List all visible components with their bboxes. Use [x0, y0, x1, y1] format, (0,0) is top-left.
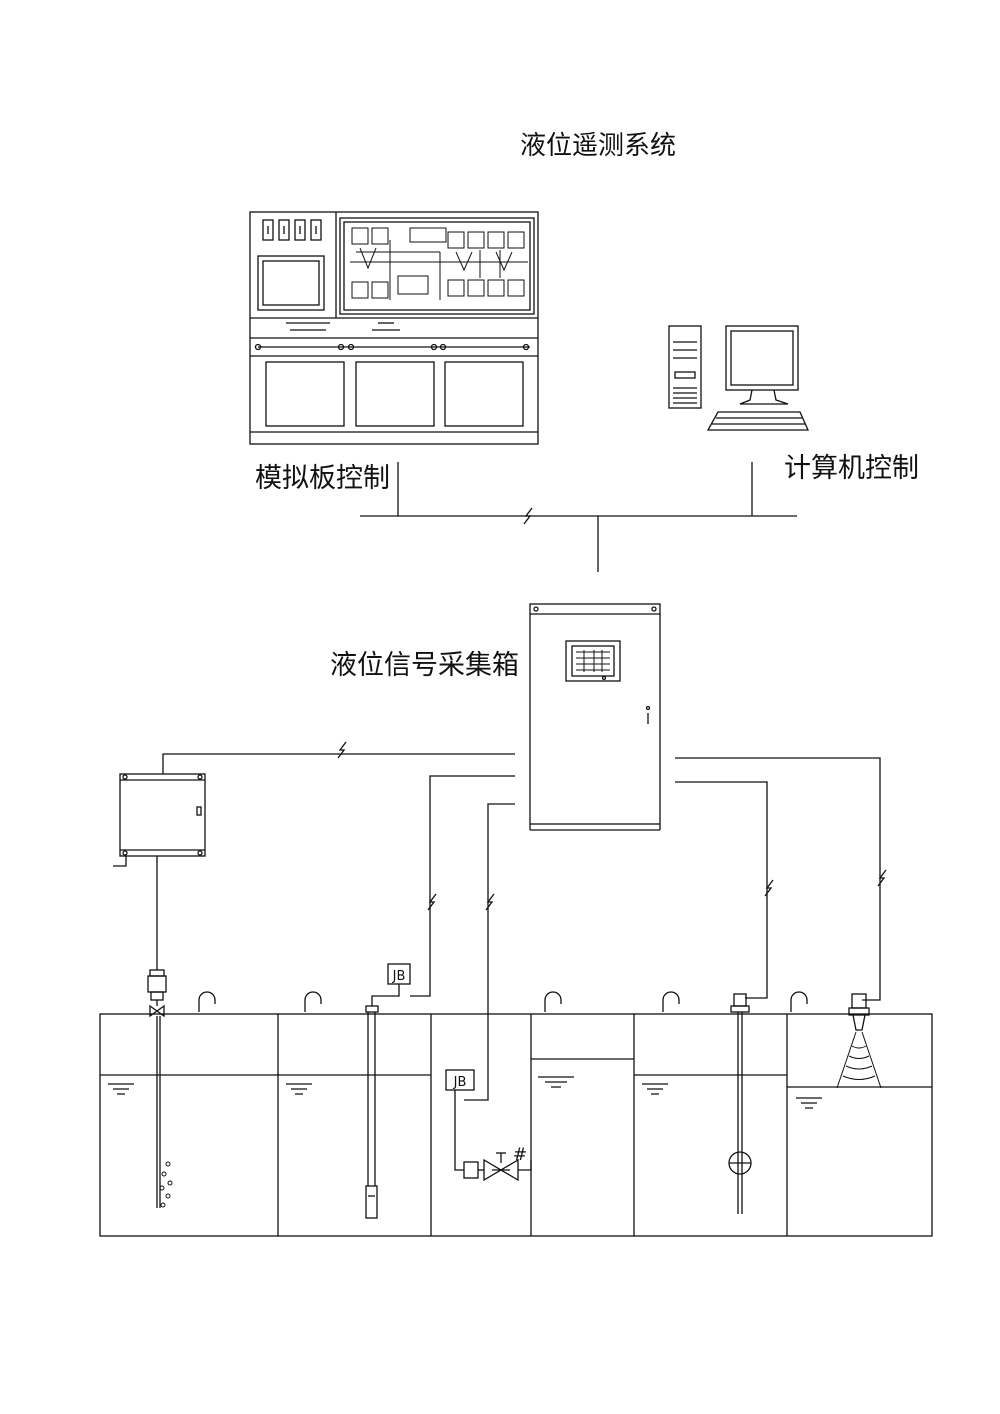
flowmeter-mark: # — [513, 1145, 527, 1165]
computer-control-label: 计算机控制 — [784, 453, 919, 484]
bubbler-level-sensor — [147, 856, 173, 1208]
junction-box-2-label: JB — [453, 1075, 467, 1090]
pipe-flow-sensor — [445, 1069, 532, 1182]
float-level-sensor — [728, 993, 752, 1214]
submersible-pressure-sensor — [365, 963, 411, 1219]
diagram-title: 液位遥测系统 — [520, 131, 676, 161]
faucet-icons — [198, 991, 808, 1012]
comm-link-icon — [523, 507, 533, 525]
hmi-screen — [257, 255, 325, 311]
collection-box-cabinet — [529, 603, 661, 831]
simulation-panel-cabinet — [249, 211, 539, 445]
tank-block — [99, 1013, 933, 1237]
water-level-marks — [108, 1076, 822, 1109]
simulation-panel-label: 模拟板控制 — [255, 463, 390, 494]
keyboard — [706, 411, 810, 431]
junction-box-1-label: JB — [392, 969, 406, 984]
pc-tower — [668, 325, 702, 409]
local-transmitter-box — [113, 773, 206, 867]
collection-box-label: 液位信号采集箱 — [330, 650, 519, 681]
ultrasonic-level-sensor — [836, 993, 882, 1089]
communication-bus — [360, 462, 797, 572]
signal-cables — [162, 741, 887, 1101]
monitor — [725, 325, 799, 391]
mimic-panel — [339, 217, 535, 315]
computer-workstation — [668, 325, 810, 431]
